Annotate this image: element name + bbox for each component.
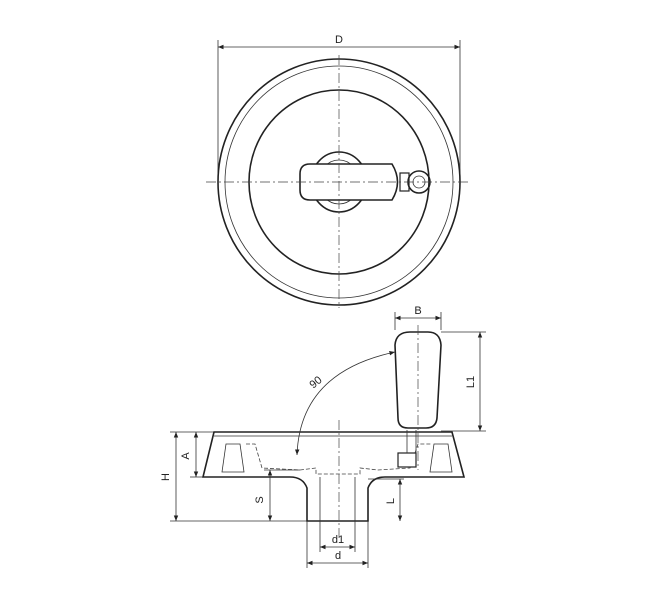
- label-d: d: [335, 550, 341, 562]
- rotation-arc-90: [294, 350, 396, 456]
- dimension-L1: L1: [441, 331, 486, 432]
- label-H: H: [160, 473, 172, 481]
- label-B: B: [414, 305, 421, 317]
- label-L: L: [385, 498, 397, 504]
- right-rim-groove: [429, 443, 453, 473]
- left-rim-groove: [221, 443, 245, 473]
- dimension-B: B: [394, 305, 442, 330]
- handle-grip-top: [299, 163, 399, 201]
- dimension-A: A: [180, 432, 203, 478]
- label-D: D: [335, 34, 343, 46]
- top-view: D: [206, 34, 468, 308]
- side-view: 90 B L1 H A: [160, 305, 486, 568]
- label-d1: d1: [332, 534, 344, 546]
- dimension-H: H: [160, 431, 307, 522]
- label-L1: L1: [465, 376, 477, 388]
- dimension-L: L: [368, 478, 404, 521]
- dimension-d1: d1: [319, 521, 356, 552]
- dimension-S: S: [254, 469, 300, 521]
- wheel-section-body: [201, 431, 466, 522]
- dimension-d: d: [306, 521, 369, 568]
- label-A: A: [180, 452, 192, 460]
- handle-base: [397, 452, 417, 468]
- dimension-D: D: [217, 34, 461, 190]
- label-S: S: [254, 496, 266, 503]
